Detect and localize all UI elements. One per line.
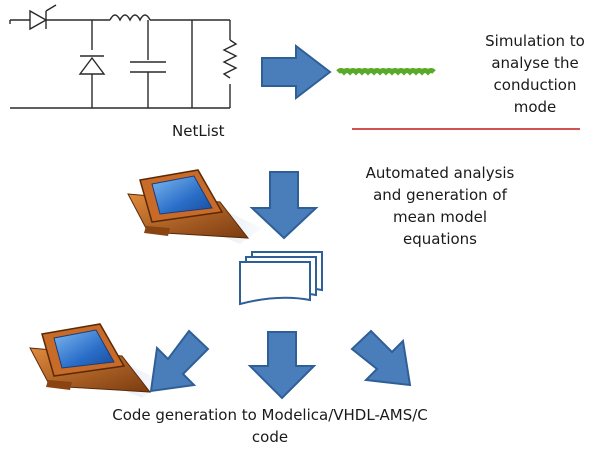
simulation-label-line: mode [513,98,557,116]
capacitor-symbol [130,61,166,73]
analysis-label-line: mean model [392,208,487,226]
computer-icon [127,169,262,244]
codegen-label-line: Code generation to Modelica/VHDL-AMS/C [112,406,428,424]
diode-symbol-vertical [78,55,106,75]
simulation-label: Simulation to analyse the conduction mod… [460,30,606,118]
codegen-label: Code generation to Modelica/VHDL-AMS/C c… [30,404,510,448]
analysis-label-line: Automated analysis [365,164,515,182]
codegen-label-line: code [251,428,289,446]
arrow-down-icon [249,171,319,240]
simulation-waveform-green [336,68,436,76]
analysis-label: Automated analysis and generation of mea… [340,162,540,250]
resistor-symbol [222,39,238,79]
analysis-label-line: equations [403,230,477,248]
simulation-label-line: analyse the [491,54,579,72]
simulation-label-line: Simulation to [485,32,585,50]
arrow-down-center-icon [247,331,317,400]
simulation-label-line: conduction [493,76,577,94]
netlist-label: NetList [172,122,225,140]
arrow-down-left-icon [149,329,210,393]
document-stack-icon [239,251,323,306]
inductor-symbol [109,14,151,22]
analysis-label-line: and generation of [373,186,507,204]
diode-symbol-top [29,4,57,31]
arrow-down-right-icon [350,329,412,387]
arrow-right-icon [261,43,332,101]
circuit-schematic [9,4,238,109]
computer-icon-bottom [29,323,164,398]
